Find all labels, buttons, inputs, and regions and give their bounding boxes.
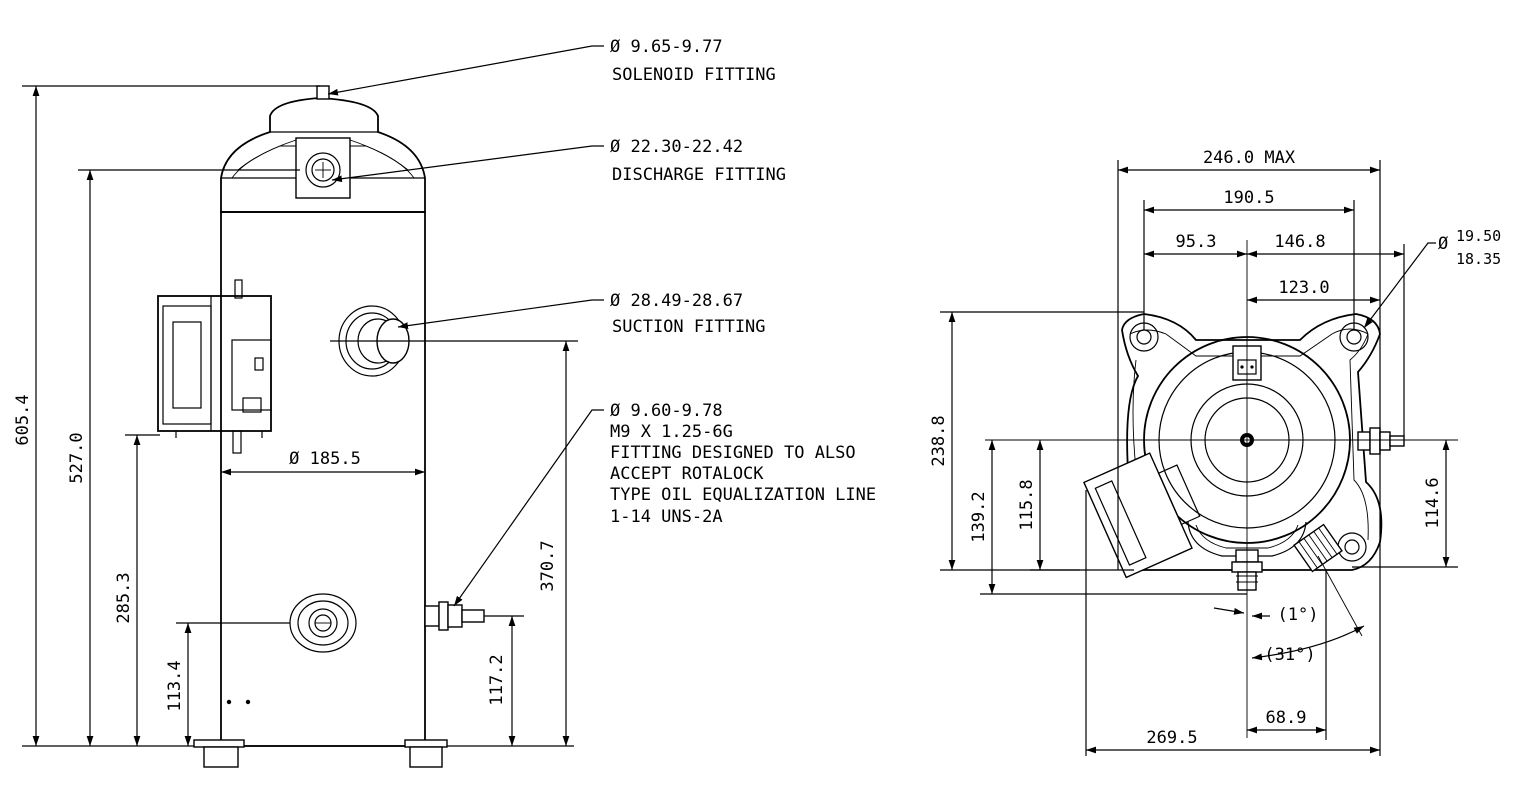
top-terminal-box <box>1083 452 1201 579</box>
dim-oil-height: 117.2 <box>487 654 507 705</box>
top-oil-fitting <box>1357 427 1405 455</box>
mounting-feet <box>193 739 448 768</box>
callout-oil-note-3: TYPE OIL EQUALIZATION LINE <box>610 485 876 505</box>
dim-overall-height: 238.8 <box>929 415 949 466</box>
solenoid-fitting <box>316 85 330 100</box>
dim-suction-height: 370.7 <box>538 540 558 591</box>
callout-discharge-dia: Ø 22.30-22.42 <box>610 137 743 157</box>
mounting-plate <box>1118 313 1383 571</box>
oil-fitting <box>424 601 485 631</box>
terminal-box <box>157 279 272 454</box>
callout-oil-thread: M9 X 1.25-6G <box>610 422 733 442</box>
top-suction-fitting <box>1293 523 1343 573</box>
dim-angle-large: (31°) <box>1264 645 1315 665</box>
callout-solenoid-dia: Ø 9.65-9.77 <box>610 37 723 57</box>
dim-hole-span: 190.5 <box>1223 188 1274 208</box>
dim-overall-width: 269.5 <box>1146 728 1197 748</box>
callout-oil-note-4: 1-14 UNS-2A <box>610 507 723 527</box>
diameter-symbol: Ø <box>1438 234 1448 254</box>
dim-lower-hole: 115.8 <box>1017 479 1037 530</box>
dim-box-height: 285.3 <box>114 572 134 623</box>
dim-total-height: 605.4 <box>13 394 33 445</box>
callout-oil-note-1: FITTING DESIGNED TO ALSO <box>610 443 856 463</box>
dim-right-offset: 146.8 <box>1274 232 1325 252</box>
dim-hole-dia-lower: 18.35 <box>1456 250 1501 268</box>
callout-oil-note-2: ACCEPT ROTALOCK <box>610 464 764 484</box>
compressor-shell <box>220 211 426 747</box>
dim-lower-fitting-height: 113.4 <box>165 660 185 711</box>
dim-right-hole: 123.0 <box>1278 278 1329 298</box>
dim-max-width: 246.0 MAX <box>1203 148 1296 168</box>
dim-box-offset: 68.9 <box>1266 708 1307 728</box>
side-view: 605.4 527.0 285.3 113.4 Ø 185.5 370.7 11… <box>13 37 876 768</box>
lower-fitting <box>289 593 357 653</box>
dim-discharge-height: 527.0 <box>67 432 87 483</box>
mounting-hole-br <box>1337 532 1367 562</box>
callout-oil-dia: Ø 9.60-9.78 <box>610 401 723 421</box>
callout-suction-name: SUCTION FITTING <box>612 317 766 337</box>
top-view: 246.0 MAX 190.5 95.3 146.8 123.0 Ø 19.50… <box>929 148 1501 756</box>
dim-box-depth: 139.2 <box>969 491 989 542</box>
dim-angle-small: (1°) <box>1278 605 1319 625</box>
dim-hole-dia-upper: 19.50 <box>1456 227 1501 245</box>
dim-left-offset: 95.3 <box>1176 232 1217 252</box>
callout-discharge-name: DISCHARGE FITTING <box>612 165 786 185</box>
dim-shell-diameter: Ø 185.5 <box>289 449 361 469</box>
callout-solenoid-name: SOLENOID FITTING <box>612 65 776 85</box>
dim-right-depth: 114.6 <box>1423 477 1443 528</box>
callout-suction-dia: Ø 28.49-28.67 <box>610 291 743 311</box>
